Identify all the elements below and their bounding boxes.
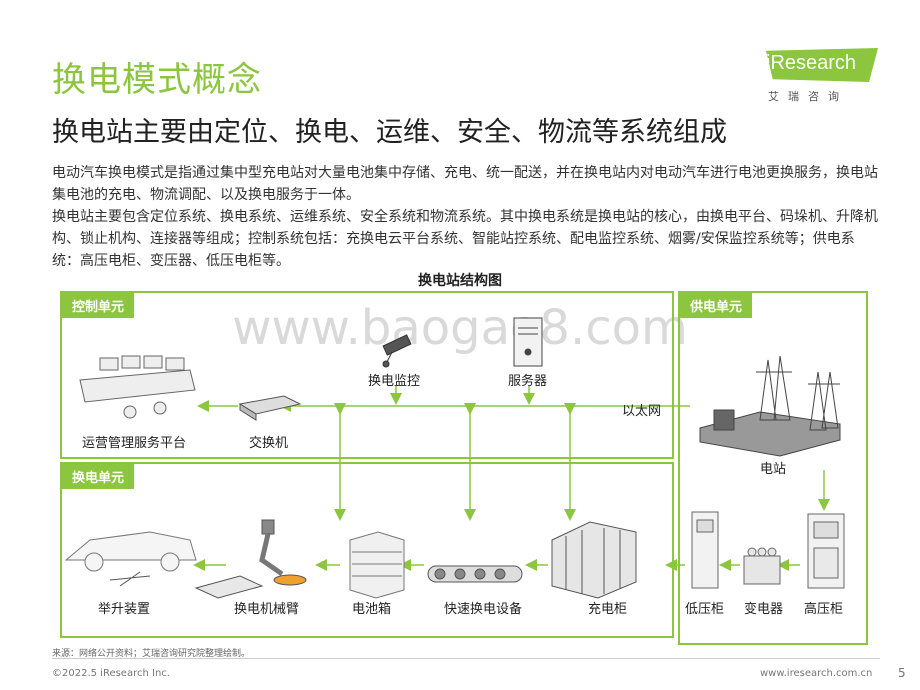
control-unit-box [60,291,674,459]
node-charger-cabinet: 充电柜 [588,602,628,617]
diagram-title: 换电站结构图 [418,273,502,289]
node-quick-swap-device: 快速换电设备 [444,602,523,617]
control-unit-label: 控制单元 [62,293,135,318]
footer-divider [52,658,880,659]
power-unit-label: 供电单元 [680,293,753,318]
node-transformer: 变电器 [744,602,784,617]
server-icon [513,317,543,367]
ops-platform-icon [79,355,196,419]
swap-unit-label: 换电单元 [62,464,135,489]
quick-swap-device-icon [427,565,523,583]
node-ops-platform: 运营管理服务平台 [82,436,187,451]
power-unit-box [678,291,868,645]
page-title: 换电模式概念 [52,60,262,100]
node-power-station: 电站 [760,462,787,477]
low-voltage-cabinet-icon [691,511,719,589]
swap-unit-box [60,462,674,638]
node-battery-box: 电池箱 [352,602,392,617]
page-number: 5 [898,666,906,680]
node-lift: 举升装置 [98,602,151,617]
node-swap-monitor: 换电监控 [368,374,421,389]
node-switch: 交换机 [249,436,289,451]
battery-box-icon [349,531,405,599]
surveillance-camera-icon [382,334,412,368]
node-server: 服务器 [508,374,548,389]
node-robot-arm: 换电机械臂 [234,602,300,617]
connector-lines [193,386,830,571]
source-note: 来源：网络公开资料；艾瑞咨询研究院整理绘制。 [52,649,251,659]
copyright: ©2022.5 iResearch Inc. [52,668,170,679]
high-voltage-cabinet-icon [807,513,845,589]
switch-icon [238,395,302,421]
logo-subtext: 艾瑞咨询 [768,90,848,103]
node-high-voltage-cabinet: 高压柜 [804,602,844,617]
logo-name: iResearch [766,52,857,74]
watermark: www.baogao8.com [232,300,688,356]
transformer-icon [743,547,781,585]
robot-arm-icon [194,519,307,599]
iresearch-logo: iResearch 艾瑞咨询 [758,48,878,108]
node-low-voltage-cabinet: 低压柜 [685,602,725,617]
car-icon [64,531,197,587]
intro-paragraph-1: 电动汽车换电模式是指通过集中型充电站对大量电池集中存储、充电、统一配送，并在换电… [52,165,878,203]
power-station-icon [699,355,841,457]
logo-mark [766,48,878,82]
charger-cabinet-icon [551,521,637,599]
site-url[interactable]: www.iresearch.com.cn [760,668,873,679]
intro-paragraph-2: 换电站主要包含定位系统、换电系统、运维系统、安全系统和物流系统。其中换电系统是换… [52,209,878,269]
node-ethernet: 以太网 [622,404,662,419]
page-subtitle: 换电站主要由定位、换电、运维、安全、物流等系统组成 [52,117,727,148]
